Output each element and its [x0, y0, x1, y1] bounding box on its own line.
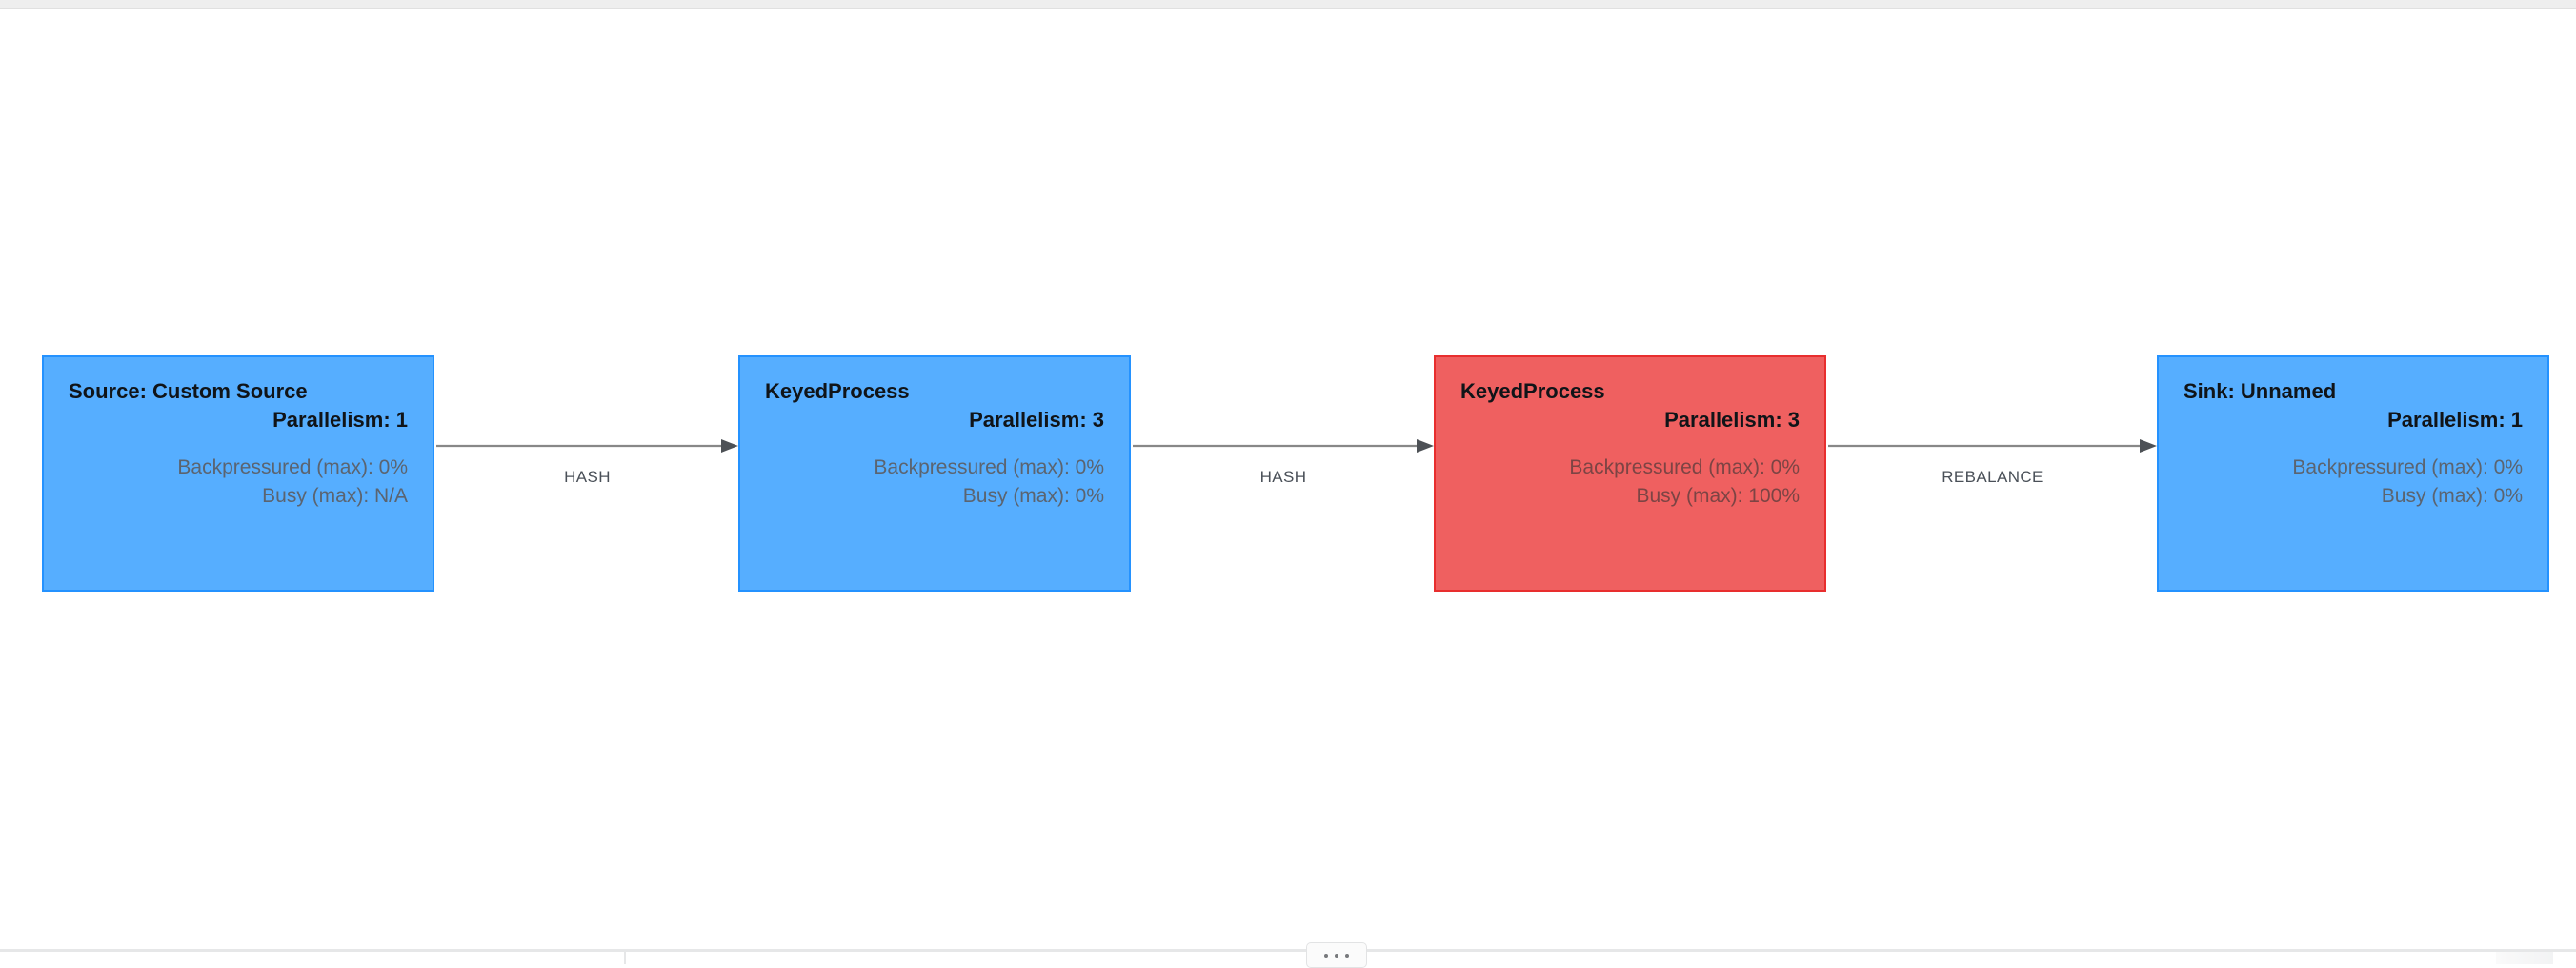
node-parallelism: Parallelism: 3: [1664, 407, 1800, 432]
node-metrics: Backpressured (max): 0% Busy (max): 0%: [765, 454, 1104, 512]
node-metric-line: Busy (max): 0%: [2381, 485, 2523, 508]
node-name: Source: Custom Source: [69, 379, 308, 403]
node-metric-line: Backpressured (max): 0%: [2292, 456, 2523, 478]
node-metric-line: Backpressured (max): 0%: [874, 456, 1104, 478]
edge-label: HASH: [1259, 468, 1307, 486]
bottom-splitter[interactable]: [0, 942, 2576, 968]
top-chrome-strip: [0, 0, 2576, 9]
edge-label: HASH: [564, 468, 611, 486]
node-metric-line: Backpressured (max): 0%: [1569, 456, 1800, 478]
node-name: Sink: Unnamed: [2184, 379, 2337, 403]
handle-dot-icon: [1324, 953, 1328, 958]
graph-edge[interactable]: REBALANCE: [1828, 432, 2157, 527]
graph-edge[interactable]: HASH: [1133, 432, 1434, 527]
node-metrics: Backpressured (max): 0% Busy (max): N/A: [69, 454, 408, 512]
node-metric-line: Busy (max): 100%: [1636, 485, 1800, 508]
handle-dot-icon: [1335, 953, 1338, 958]
node-metrics: Backpressured (max): 0% Busy (max): 0%: [2184, 454, 2523, 512]
edge-arrow-icon: [1133, 439, 1434, 453]
edge-arrow-icon: [436, 439, 738, 453]
node-metrics: Backpressured (max): 0% Busy (max): 100%: [1460, 454, 1800, 512]
edge-label: REBALANCE: [1942, 468, 2043, 486]
node-parallelism: Parallelism: 1: [2387, 407, 2523, 432]
node-name: KeyedProcess: [1460, 379, 1605, 403]
node-metric-line: Backpressured (max): 0%: [177, 456, 408, 478]
splitter-right-segment: [2496, 952, 2553, 964]
node-metric-line: Busy (max): N/A: [262, 485, 408, 508]
graph-edge[interactable]: HASH: [436, 432, 738, 527]
handle-dot-icon: [1345, 953, 1349, 958]
node-parallelism: Parallelism: 3: [969, 407, 1104, 432]
splitter-rail: [0, 949, 2576, 952]
node-name: KeyedProcess: [765, 379, 910, 403]
node-parallelism: Parallelism: 1: [272, 407, 408, 432]
edge-arrow-icon: [1828, 439, 2157, 453]
splitter-divider-tick: [624, 952, 626, 964]
node-metric-line: Busy (max): 0%: [962, 485, 1104, 508]
